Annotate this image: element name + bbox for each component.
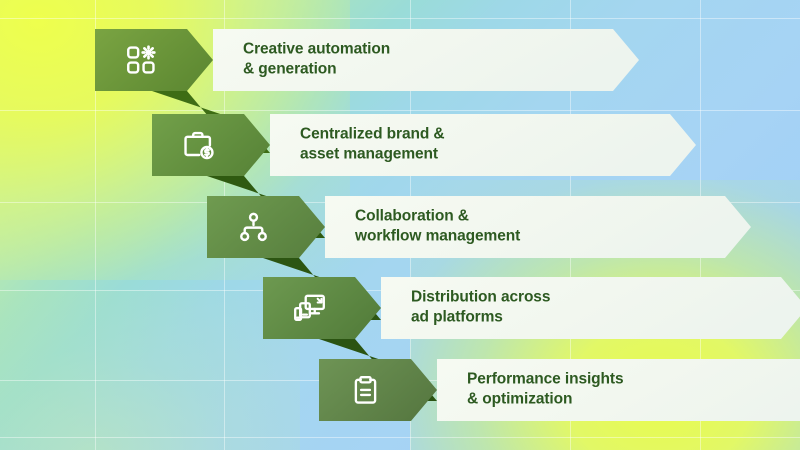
briefcase-dollar-icon [184,131,214,160]
process-step: Centralized brand & asset management [152,114,696,238]
step-label-banner: Distribution across ad platforms [381,277,800,339]
process-step: Collaboration & workflow management [207,196,751,320]
step-label: Collaboration & workflow management [355,207,521,245]
step-icon-block-shape [319,359,437,421]
step-label-banner: Collaboration & workflow management [325,196,751,258]
step-label-banner: Centralized brand & asset management [270,114,696,176]
step-banner-shape [213,29,639,91]
step-label-banner: Performance insights & optimization [437,359,800,421]
step-icon-block [207,196,325,258]
process-step: Performance insights & optimization [319,359,800,421]
grid-gear-icon [127,45,156,74]
step-icon-block [319,359,437,421]
step-icon-block-shape [95,29,213,91]
step-banner-shape [270,114,696,176]
step-icon-block [95,29,213,91]
step-banner-shape [437,359,800,421]
clipboard-icon [354,375,376,404]
multi-device-icon [293,294,325,321]
grid-line-horizontal [0,18,800,19]
process-step: Distribution across ad platforms [263,277,800,401]
step-label: Distribution across ad platforms [411,288,551,326]
step-banner-shape [325,196,751,258]
grid-line-horizontal [0,437,800,438]
grid-line-vertical [95,0,96,450]
process-step: Creative automation & generation [95,29,639,153]
grid-line-horizontal [0,110,800,111]
step-label-banner: Creative automation & generation [213,29,639,91]
glow-bottom-left [0,290,300,450]
org-chart-icon [239,212,267,241]
step-label: Centralized brand & asset management [300,125,445,163]
step-icon-block-shape [207,196,325,258]
step-icon-block [263,277,381,339]
step-banner-shape [381,277,800,339]
step-label: Performance insights & optimization [467,370,624,408]
step-icon-block [152,114,270,176]
step-label: Creative automation & generation [243,40,391,78]
